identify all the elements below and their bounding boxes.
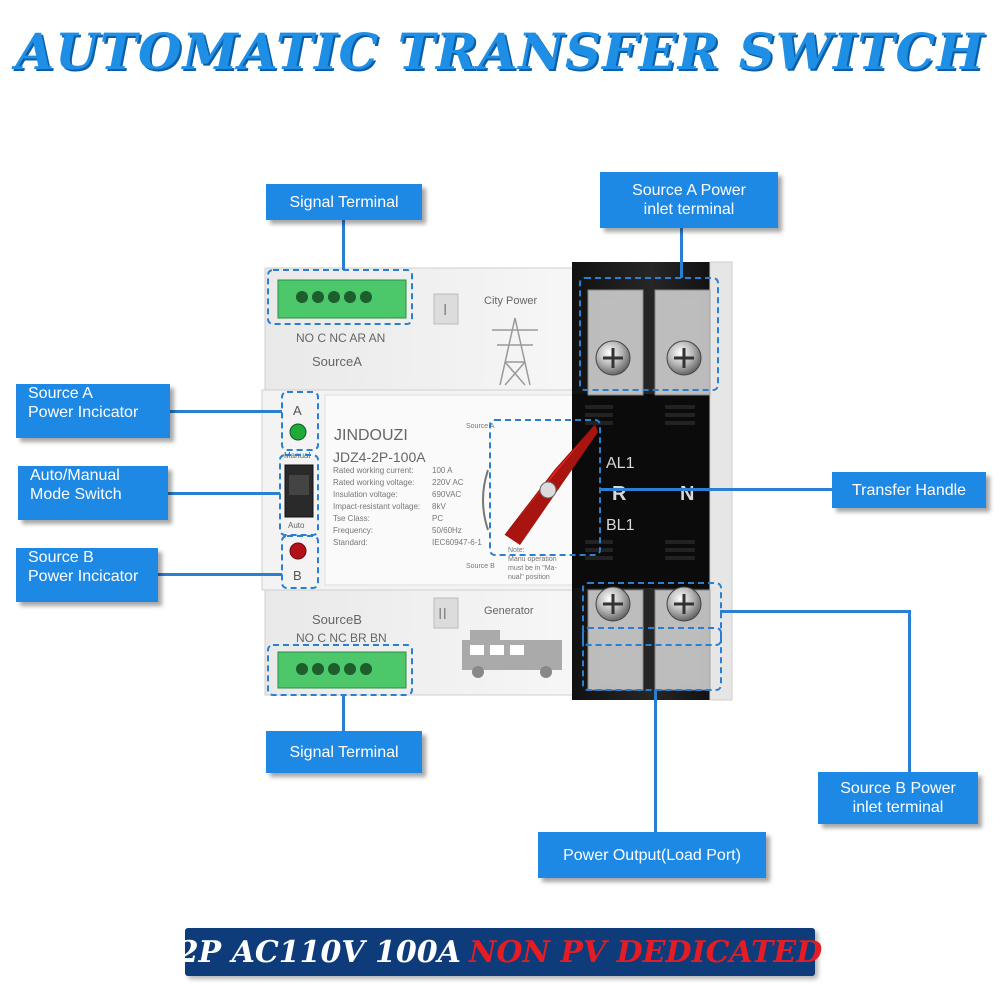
connector-line [908,610,911,772]
led-a-icon [289,423,307,441]
callout-transfer-handle: Transfer Handle [832,472,986,508]
spec-key: Insulation voltage: [333,490,398,499]
note-line-4: nual" position [508,574,550,581]
city-power-label: City Power [484,295,538,307]
note-line-1: Note: [508,547,525,554]
generator-label: Generator [484,605,534,617]
brand-label: JINDOUZI [334,427,408,444]
callout-source-a-indicator: Source A Power Incicator [16,384,170,438]
callout-text: Signal Terminal [289,743,399,761]
note-line-2: Manu operation [508,556,557,563]
callout-text-line1: Source B [28,549,94,566]
handle-source-b-label: Source B [466,563,495,570]
callout-text: Transfer Handle [851,481,967,499]
callout-signal-terminal-bottom: Signal Terminal [266,731,422,773]
callout-source-b-indicator: Source B Power Incicator [16,548,158,602]
highlight-inlet-b [582,582,722,646]
spec-value: 220V AC [432,478,464,487]
source-a-label: SourceA [312,354,362,369]
spec-key: Rated working current: [333,466,413,475]
callout-text: Power Output(Load Port) [563,846,741,864]
callout-text-line2: Mode Switch [30,486,122,503]
r-label: R [612,483,627,505]
callout-text-line2: Power Incicator [28,404,139,421]
highlight-inlet-a [579,277,719,391]
callout-text-line2: inlet terminal [852,799,944,816]
power-tower-icon [492,317,538,386]
highlight-mode-switch [279,454,319,536]
spec-value: 690VAC [432,490,461,499]
banner-accent-text: NON PV DEDICATED [468,934,823,970]
spec-key: Frequency: [333,526,373,535]
spec-key: Tse Class: [333,514,370,523]
connector-line [600,488,832,491]
highlight-led-a [281,391,319,451]
al1-label: AL1 [606,455,635,472]
spec-value: 50/60Hz [432,526,462,535]
page-title: AUTOMATIC TRANSFER SWITCH [15,22,985,81]
highlight-handle [489,419,601,556]
callout-source-a-inlet: Source A Power inlet terminal [600,172,778,228]
connector-line [720,610,910,613]
bottom-terminal-labels: NO C NC BR BN [296,631,387,645]
spec-value: IEC60947-6-1 [432,538,482,547]
callout-text-line1: Source A [28,385,93,402]
connector-line [654,690,657,832]
callout-text-line2: Power Incicator [28,568,139,585]
connector-line [342,220,345,270]
handle-source-a-label: Source A [466,423,495,430]
callout-text-line2: inlet terminal [643,201,735,218]
n-label: N [680,483,694,505]
source-b-label: SourceB [312,612,362,627]
model-label: JDZ4-2P-100A [333,449,426,465]
transfer-handle [504,424,598,545]
top-terminal-labels: NO C NC AR AN [296,331,385,345]
callout-text: Signal Terminal [289,193,399,211]
generator-icon [462,630,562,678]
callout-power-output: Power Output(Load Port) [538,832,766,878]
spec-value: 100 A [432,466,453,475]
bottom-banner: 2P AC110V 100A NON PV DEDICATED [178,928,822,976]
rotate-arrow-icon [482,469,489,531]
connector-line [168,492,280,495]
highlight-led-b [281,535,319,589]
banner-main-text: 2P AC110V 100A [177,934,461,970]
callout-source-b-inlet: Source B Power inlet terminal [818,772,978,824]
highlight-signal-top [267,269,413,325]
callout-text-line1: Source A Power [632,182,746,199]
connector-line [680,228,683,278]
bl1-label: BL1 [606,517,635,534]
led-b-icon [289,542,307,560]
auto-label: Auto [288,521,305,530]
connector-line [158,573,282,576]
note-line-3: must be in "Ma- [508,565,557,572]
connector-line [170,410,282,413]
callout-signal-terminal-top: Signal Terminal [266,184,422,220]
led-b-label: B [293,568,302,583]
callout-text-line1: Source B Power [840,780,956,797]
roman-two: II [438,606,447,623]
spec-value: PC [432,514,443,523]
led-a-label: A [293,403,302,418]
highlight-signal-bottom [267,644,413,696]
roman-one: I [443,302,447,319]
spec-key: Impact-resistant voltage: [333,502,420,511]
connector-line [342,695,345,731]
spec-key: Standard: [333,538,368,547]
callout-auto-manual: Auto/Manual Mode Switch [18,466,168,520]
highlight-output [582,627,722,691]
callout-text-line1: Auto/Manual [30,467,120,484]
spec-value: 8kV [432,502,446,511]
spec-key: Rated working voltage: [333,478,414,487]
